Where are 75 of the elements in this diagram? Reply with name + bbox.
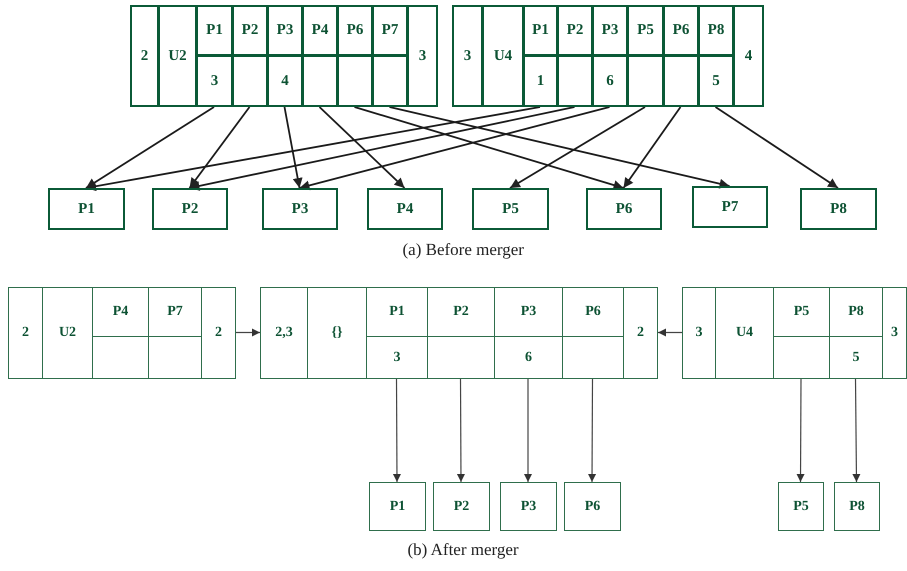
arrow: [658, 328, 682, 336]
record-cell: U2: [42, 287, 93, 379]
arrow: [524, 379, 532, 482]
arrow: [86, 106, 214, 189]
arrow: [189, 106, 575, 191]
record-cell: 4: [733, 5, 764, 107]
arrow: [354, 106, 624, 190]
arrow: [392, 379, 401, 482]
arrow: [299, 106, 610, 190]
empty-cell: [372, 55, 408, 107]
page-box: P6: [564, 482, 621, 531]
arrow: [715, 106, 838, 189]
record-cell: 2,3: [260, 287, 308, 379]
record-cell: P8: [698, 5, 734, 56]
page-box: P7: [692, 186, 768, 228]
page-box: P5: [778, 482, 824, 531]
empty-cell: [302, 55, 338, 107]
record-cell: P1: [196, 5, 233, 56]
figure-caption: (b) After merger: [408, 540, 519, 560]
arrow: [622, 106, 682, 189]
arrow: [284, 106, 303, 188]
record-cell: U4: [715, 287, 774, 379]
record-cell: 2: [201, 287, 236, 379]
record-cell: 4: [267, 55, 303, 107]
arrow: [188, 106, 250, 189]
arrow: [852, 379, 860, 482]
page-box: P8: [800, 188, 877, 230]
record-cell: 6: [592, 55, 628, 107]
record-cell: P3: [267, 5, 303, 56]
record-cell: P3: [592, 5, 628, 56]
record-cell: 3: [452, 5, 483, 107]
empty-cell: [337, 55, 373, 107]
page-box: P1: [48, 188, 125, 230]
record-cell: 3: [407, 5, 438, 107]
empty-cell: [557, 55, 593, 107]
record-cell: 1: [523, 55, 558, 107]
record-cell: 2: [130, 5, 159, 107]
empty-cell: [663, 55, 699, 107]
empty-cell: [627, 55, 664, 107]
page-box: P8: [834, 482, 880, 531]
record-cell: 5: [698, 55, 734, 107]
record-cell: P4: [302, 5, 338, 56]
record-cell: P2: [557, 5, 593, 56]
record-cell: 3: [682, 287, 716, 379]
record-cell: {}: [307, 287, 367, 379]
page-box: P4: [367, 188, 443, 230]
arrow: [510, 106, 646, 189]
record-cell: P5: [627, 5, 664, 56]
arrow: [588, 379, 596, 482]
record-cell: 3: [196, 55, 233, 107]
figure-caption: (a) Before merger: [402, 240, 524, 260]
arrow: [236, 328, 260, 336]
record-cell: 2: [623, 287, 658, 379]
record-cell: 3: [882, 287, 907, 379]
page-box: P3: [500, 482, 557, 531]
arrow: [456, 379, 465, 482]
record-cell: 2: [8, 287, 43, 379]
page-box: P6: [586, 188, 662, 230]
arrow: [796, 379, 805, 482]
record-cell: P1: [523, 5, 558, 56]
arrow: [86, 106, 540, 192]
page-box: P5: [472, 188, 549, 230]
empty-cell: [232, 55, 268, 107]
arrow: [318, 106, 406, 189]
page-box: P2: [152, 188, 228, 230]
record-cell: P6: [663, 5, 699, 56]
record-cell: P6: [337, 5, 373, 56]
page-box: P3: [262, 188, 338, 230]
page-box: P1: [369, 482, 426, 531]
record-cell: U4: [482, 5, 524, 107]
record-cell: P2: [232, 5, 268, 56]
arrow: [389, 106, 730, 189]
record-cell: U2: [158, 5, 197, 107]
record-cell: P7: [372, 5, 408, 56]
page-box: P2: [433, 482, 490, 531]
